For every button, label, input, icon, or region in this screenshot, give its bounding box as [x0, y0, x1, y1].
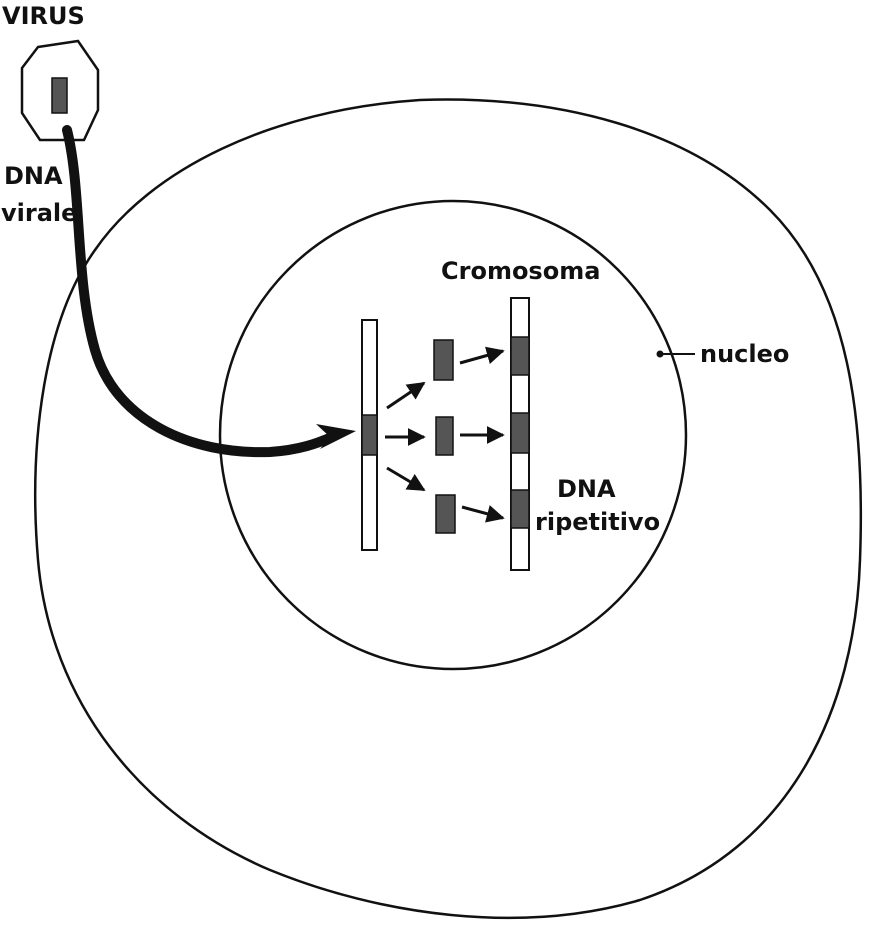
dna-ripetitivo-label-line1: DNA [557, 475, 616, 503]
arrow-copy-top-to-chromosome [459, 346, 505, 365]
cromosoma-label: Cromosoma [441, 257, 600, 285]
repeat-segment-2 [510, 412, 530, 454]
repeat-segment-1 [510, 336, 530, 376]
dna-copy-middle [435, 416, 454, 456]
arrow-to-copy-bottom [386, 466, 426, 492]
dna-copy-top [433, 339, 454, 381]
nucleo-pointer-dot [656, 350, 664, 358]
arrow-copy-bottom-to-chromosome [461, 505, 505, 523]
viral-dna-arrowhead [316, 424, 356, 449]
dna-virale-label-line2: virale [1, 199, 77, 227]
dna-copy-bottom [435, 494, 456, 534]
host-chromosome [361, 319, 378, 551]
arrow-to-copy-top [386, 381, 426, 410]
repeat-segment-3 [510, 489, 530, 529]
viral-dna-strand [62, 125, 337, 458]
dna-ripetitivo-label-line2: ripetitivo [535, 508, 660, 536]
dna-virale-label-line1: DNA [4, 162, 63, 190]
repetitive-chromosome [510, 297, 530, 571]
inserted-viral-segment [361, 414, 378, 456]
cell-membrane [34, 98, 863, 920]
virus-label: VIRUS [2, 2, 85, 30]
nucleo-label: nucleo [700, 340, 789, 368]
virus-dna-segment [51, 77, 68, 114]
nucleus [218, 199, 688, 671]
